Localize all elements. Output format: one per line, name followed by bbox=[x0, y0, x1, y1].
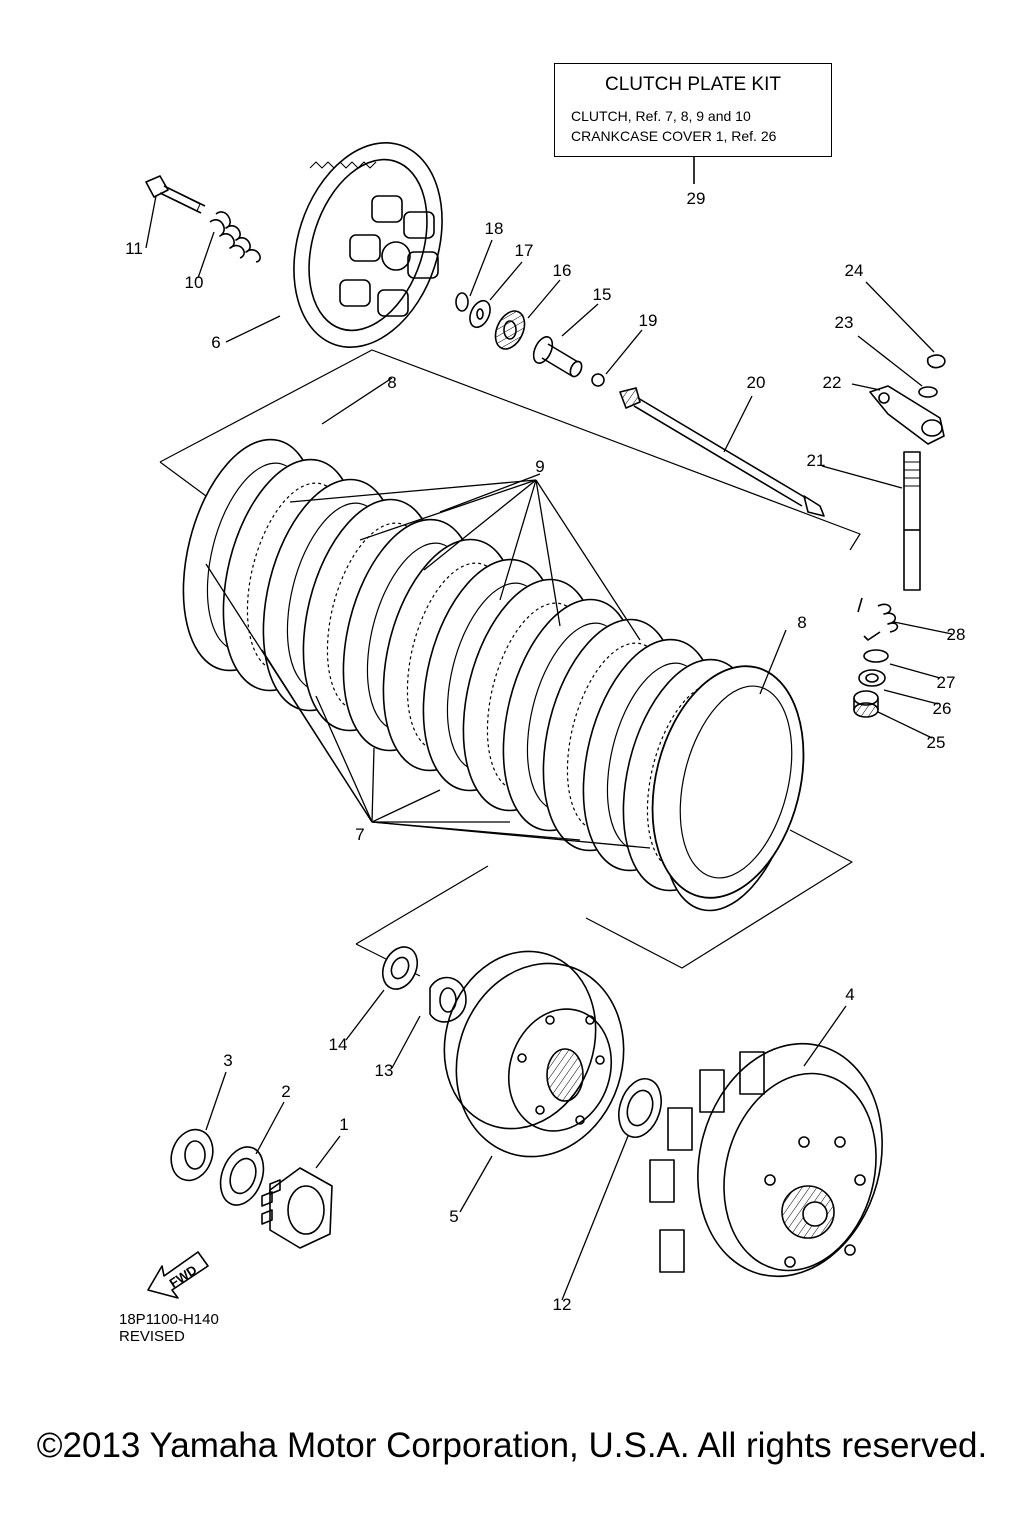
washer-part-2 bbox=[219, 1146, 265, 1206]
needle-bearing-part-25 bbox=[853, 690, 879, 718]
callout-12: 12 bbox=[553, 1295, 572, 1314]
callout-26: 26 bbox=[933, 699, 952, 718]
kit-line-1: CLUTCH, Ref. 7, 8, 9 and 10 bbox=[571, 108, 751, 124]
push-rod-part-15 bbox=[532, 336, 583, 378]
copyright-notice: ©2013 Yamaha Motor Corporation, U.S.A. A… bbox=[36, 1426, 988, 1465]
oil-seal-part-26 bbox=[858, 669, 886, 687]
callout-24: 24 bbox=[845, 261, 864, 280]
callout-19: 19 bbox=[639, 311, 658, 330]
callout-2: 2 bbox=[281, 1082, 290, 1101]
forward-arrow-icon bbox=[147, 1251, 209, 1299]
callout-29: 29 bbox=[687, 189, 706, 208]
clutch-housing-part-4 bbox=[649, 1042, 883, 1278]
gear-part-1 bbox=[261, 1167, 333, 1249]
callout-23: 23 bbox=[835, 313, 854, 332]
push-lever-shaft-part-21 bbox=[903, 451, 921, 591]
callout-7: 7 bbox=[355, 825, 364, 844]
callout-4: 4 bbox=[845, 985, 854, 1004]
friction-plate-front bbox=[651, 665, 805, 899]
callout-22: 22 bbox=[823, 373, 842, 392]
revision-label: REVISED bbox=[119, 1328, 185, 1345]
washer-part-17 bbox=[469, 299, 491, 329]
callout-27: 27 bbox=[937, 673, 956, 692]
push-rod-part-20 bbox=[619, 387, 825, 517]
callout-17: 17 bbox=[515, 241, 534, 260]
circlip-part-27 bbox=[863, 649, 889, 663]
ball-part-19 bbox=[591, 373, 605, 387]
clutch-plate-stack bbox=[182, 438, 805, 912]
bolt-part-11 bbox=[145, 175, 206, 214]
clutch-boss-part-5 bbox=[443, 950, 625, 1158]
callout-8: 8 bbox=[387, 373, 396, 392]
callout-1: 1 bbox=[339, 1115, 348, 1134]
callout-13: 13 bbox=[375, 1061, 394, 1080]
push-lever-part-22 bbox=[869, 385, 945, 445]
bearing-part-16 bbox=[494, 310, 526, 350]
kit-title: CLUTCH PLATE KIT bbox=[605, 74, 781, 95]
thrust-plate-part-12 bbox=[618, 1078, 662, 1138]
callout-28: 28 bbox=[947, 625, 966, 644]
clutch-plate-kit-box: CLUTCH PLATE KIT CLUTCH, Ref. 7, 8, 9 an… bbox=[554, 63, 832, 157]
collar-part-14 bbox=[381, 946, 419, 990]
callout-10: 10 bbox=[185, 273, 204, 292]
callout-20: 20 bbox=[747, 373, 766, 392]
callout-18: 18 bbox=[485, 219, 504, 238]
lock-washer-part-13 bbox=[429, 976, 467, 1023]
diagram-code: 18P1100-H140 bbox=[119, 1311, 219, 1328]
washer-part-23 bbox=[918, 386, 938, 398]
callout-11: 11 bbox=[125, 239, 143, 258]
callout-8-front: 8 bbox=[797, 613, 806, 632]
kit-line-2: CRANKCASE COVER 1, Ref. 26 bbox=[571, 128, 777, 144]
callout-5: 5 bbox=[449, 1207, 458, 1226]
spring-part-28 bbox=[857, 597, 899, 641]
callout-21: 21 bbox=[807, 451, 826, 470]
callout-16: 16 bbox=[553, 261, 572, 280]
spring-part-10 bbox=[209, 211, 261, 263]
diagram-code-block: 18P1100-H140 REVISED bbox=[119, 1311, 219, 1345]
callout-9: 9 bbox=[535, 457, 544, 476]
pressure-plate-part-6 bbox=[293, 142, 443, 348]
clip-part-24 bbox=[926, 354, 946, 369]
callout-15: 15 bbox=[593, 285, 612, 304]
callout-14: 14 bbox=[329, 1035, 348, 1054]
nut-part-3 bbox=[170, 1128, 214, 1182]
callout-3: 3 bbox=[223, 1051, 232, 1070]
circlip-part-18 bbox=[455, 292, 469, 312]
callout-6: 6 bbox=[211, 333, 220, 352]
callout-25: 25 bbox=[927, 733, 946, 752]
